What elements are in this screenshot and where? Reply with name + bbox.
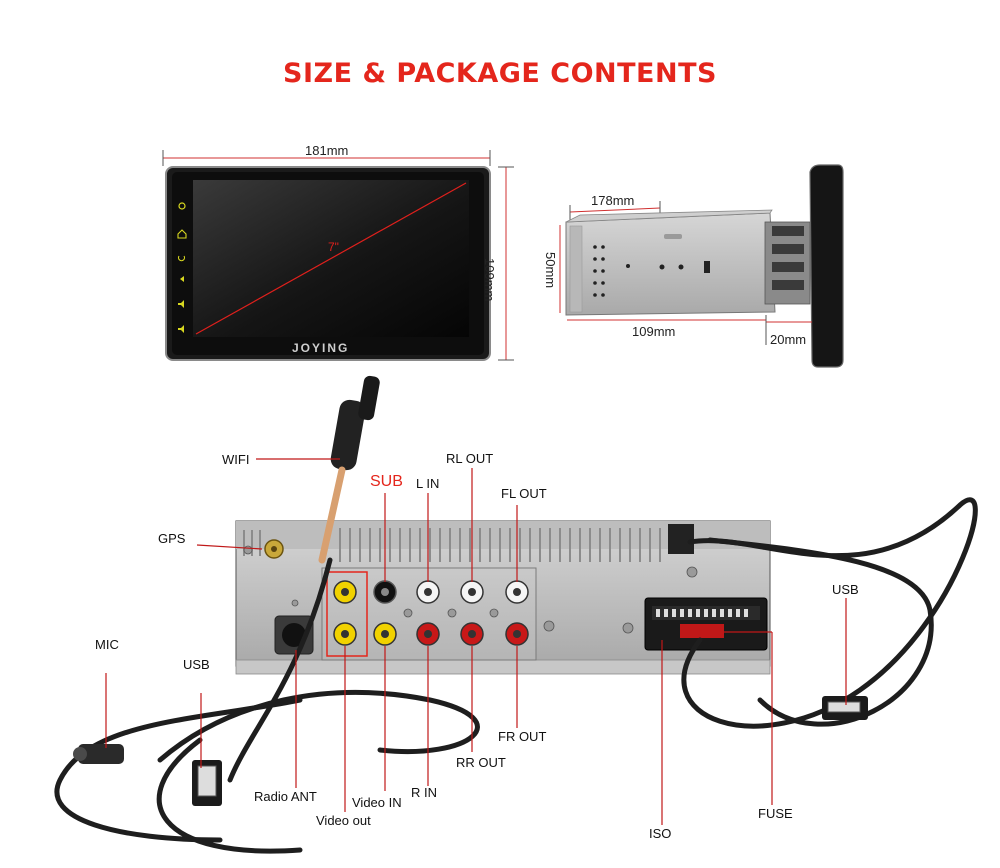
front-height-label: 109mm [482, 258, 497, 302]
usb-right-label: USB [832, 582, 859, 597]
side-height-label: 50mm [543, 252, 558, 289]
page-title: SIZE & PACKAGE CONTENTS [283, 58, 717, 89]
fuse-label: FUSE [758, 806, 793, 821]
side-view-unit [559, 164, 844, 368]
screen-diagonal-label: 7" [328, 240, 339, 254]
sub-label: SUB [370, 473, 403, 490]
volume-up-icon [178, 300, 184, 308]
rr-out-label: RR OUT [456, 755, 506, 770]
brand-logo: JOYING [292, 341, 350, 355]
front-width-label: 181mm [305, 143, 349, 158]
rl-out-label: RL OUT [446, 451, 494, 466]
radio-ant-label: Radio ANT [254, 789, 317, 804]
rca-row-top [333, 580, 529, 604]
side-body-label: 109mm [632, 324, 676, 339]
rear-view-unit [54, 375, 978, 854]
volume-down-icon [178, 325, 184, 333]
r-in-label: R IN [411, 785, 437, 800]
power-icon [178, 202, 186, 210]
nav-icon [180, 276, 184, 282]
wifi-label: WIFI [222, 452, 250, 467]
front-view-unit [162, 150, 514, 361]
fl-out-label: FL OUT [501, 486, 547, 501]
video-in-label: Video IN [352, 795, 402, 810]
side-depth-label: 178mm [591, 193, 635, 208]
side-front-depth-label: 20mm [770, 332, 807, 347]
gps-label: GPS [158, 531, 186, 546]
video-out-label: Video out [316, 813, 371, 828]
iso-label: ISO [649, 826, 672, 841]
back-icon [177, 255, 186, 262]
rca-row-bottom [333, 622, 529, 646]
mic-label: MIC [95, 637, 119, 652]
usb-left-label: USB [183, 657, 210, 672]
l-in-label: L IN [416, 476, 440, 491]
fuse-block [680, 624, 724, 638]
home-icon [177, 229, 187, 239]
fr-out-label: FR OUT [498, 729, 547, 744]
